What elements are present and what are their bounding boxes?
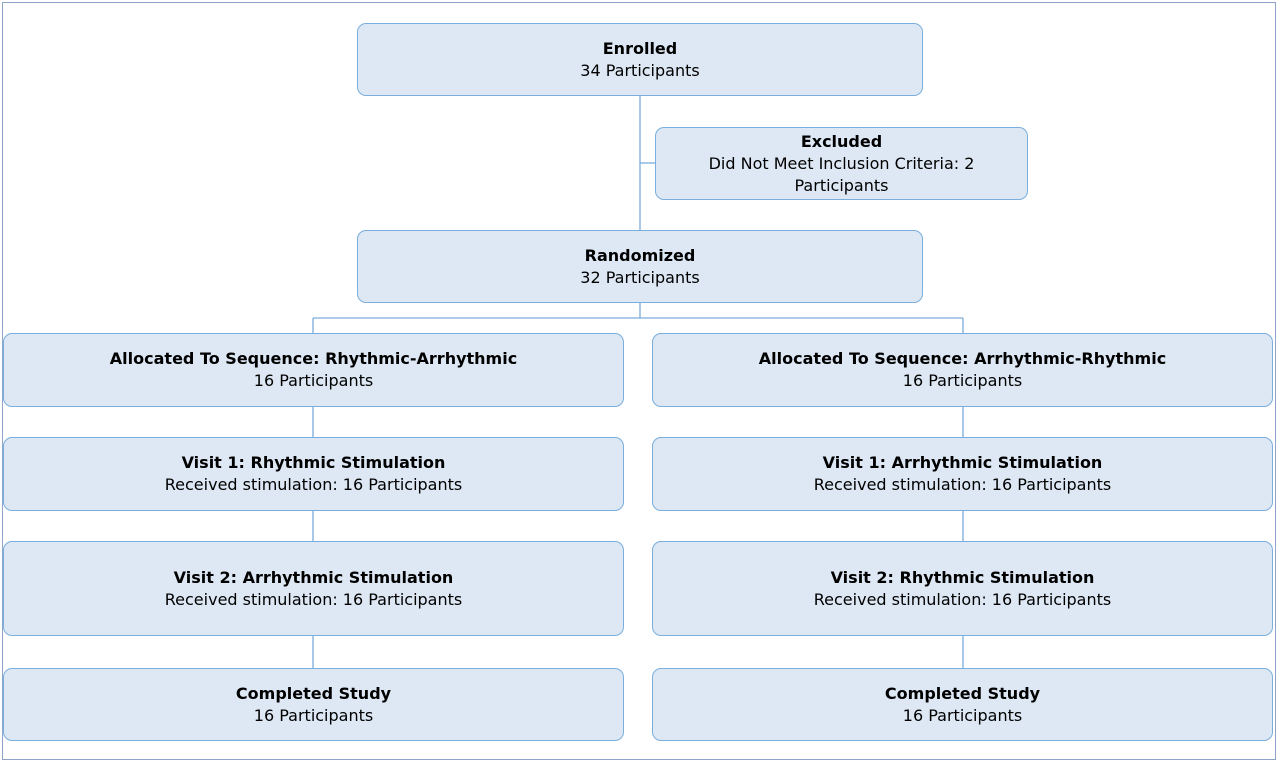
excluded-box: Excluded Did Not Meet Inclusion Criteria… bbox=[655, 127, 1028, 200]
enrolled-detail: 34 Participants bbox=[580, 60, 700, 80]
right-visit2-box: Visit 2: Rhythmic Stimulation Received s… bbox=[652, 541, 1273, 636]
enrolled-title: Enrolled bbox=[602, 38, 678, 58]
left-visit1-title: Visit 1: Rhythmic Stimulation bbox=[181, 453, 446, 472]
left-visit1-detail: Received stimulation: 16 Participants bbox=[164, 475, 463, 494]
left-completed-title: Completed Study bbox=[235, 683, 392, 703]
left-visit2-box: Visit 2: Arrhythmic Stimulation Received… bbox=[3, 541, 624, 636]
randomized-detail: 32 Participants bbox=[580, 267, 700, 287]
right-visit2-detail: Received stimulation: 16 Participants bbox=[813, 589, 1112, 609]
enrolled-box: Enrolled 34 Participants bbox=[357, 23, 923, 96]
left-completed-detail: 16 Participants bbox=[253, 705, 374, 725]
right-visit2-title: Visit 2: Rhythmic Stimulation bbox=[830, 567, 1095, 587]
right-visit1-title: Visit 1: Arrhythmic Stimulation bbox=[822, 453, 1103, 472]
left-allocated-title: Allocated To Sequence: Rhythmic-Arrhythm… bbox=[109, 349, 518, 368]
right-allocated-title: Allocated To Sequence: Arrhythmic-Rhythm… bbox=[758, 349, 1167, 368]
randomized-title: Randomized bbox=[584, 245, 696, 265]
excluded-title: Excluded bbox=[800, 131, 883, 151]
left-allocated-detail: 16 Participants bbox=[253, 371, 374, 390]
left-completed-box: Completed Study 16 Participants bbox=[3, 668, 624, 741]
right-allocated-box: Allocated To Sequence: Arrhythmic-Rhythm… bbox=[652, 333, 1273, 407]
excluded-detail: Did Not Meet Inclusion Criteria: 2 Parti… bbox=[708, 153, 975, 195]
randomized-box: Randomized 32 Participants bbox=[357, 230, 923, 303]
right-completed-detail: 16 Participants bbox=[902, 705, 1023, 725]
left-visit2-detail: Received stimulation: 16 Participants bbox=[164, 589, 463, 609]
left-visit1-box: Visit 1: Rhythmic Stimulation Received s… bbox=[3, 437, 624, 511]
right-visit1-box: Visit 1: Arrhythmic Stimulation Received… bbox=[652, 437, 1273, 511]
right-completed-title: Completed Study bbox=[884, 683, 1041, 703]
left-visit2-title: Visit 2: Arrhythmic Stimulation bbox=[173, 567, 454, 587]
right-visit1-detail: Received stimulation: 16 Participants bbox=[813, 475, 1112, 494]
left-allocated-box: Allocated To Sequence: Rhythmic-Arrhythm… bbox=[3, 333, 624, 407]
right-allocated-detail: 16 Participants bbox=[902, 371, 1023, 390]
right-completed-box: Completed Study 16 Participants bbox=[652, 668, 1273, 741]
